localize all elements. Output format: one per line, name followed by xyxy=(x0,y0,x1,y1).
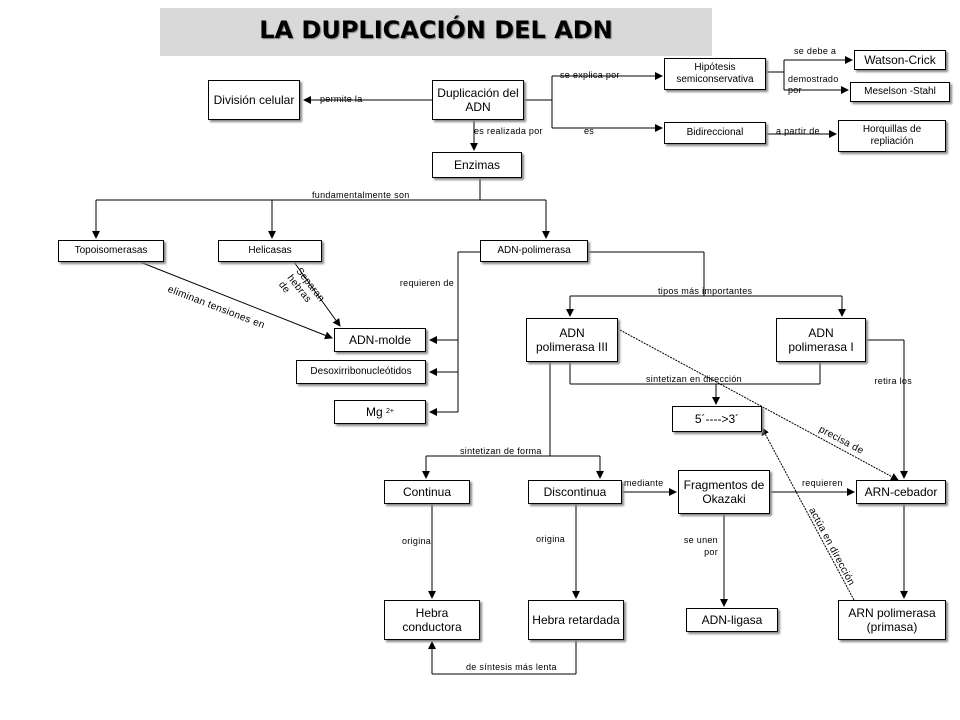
label-sintetizan-en-direccion: sintetizan en dirección xyxy=(646,374,742,384)
label-requieren: requieren xyxy=(802,478,843,488)
mg-text: Mg xyxy=(366,405,383,419)
label-requieren-de: requieren de xyxy=(399,278,454,288)
label-mediante: mediante xyxy=(624,478,664,488)
node-continua: Continua xyxy=(384,480,470,504)
label-origina-1: origina xyxy=(402,536,432,546)
node-hipotesis-semiconservativa: Hipótesis semiconservativa xyxy=(664,58,766,90)
label-es-realizada-por: es realizada por xyxy=(474,126,543,136)
node-arn-cebador: ARN-cebador xyxy=(856,480,946,504)
node-discontinua: Discontinua xyxy=(528,480,622,504)
label-retira-los: retira los xyxy=(874,376,912,386)
node-horquillas: Horquillas de repliación xyxy=(838,120,946,152)
page-title: LA DUPLICACIÓN DEL ADN xyxy=(259,16,613,44)
label-de-sintesis-mas-lenta: de síntesis más lenta xyxy=(466,662,557,672)
label-se-explica-por: se explica por xyxy=(560,70,620,80)
node-watson-crick: Watson-Crick xyxy=(854,50,946,70)
node-bidireccional: Bidireccional xyxy=(664,122,766,144)
label-origina-2: origina xyxy=(536,534,566,544)
label-se-unen-por: se unen por xyxy=(683,535,718,557)
node-desoxirribonucleotidos: Desoxirribonucleótidos xyxy=(296,360,426,384)
node-topoisomerasas: Topoisomerasas xyxy=(58,240,164,262)
node-adn-polimerasa: ADN-polimerasa xyxy=(480,240,588,262)
node-enzimas: Enzimas xyxy=(432,152,522,178)
label-fundamentalmente-son: fundamentalmente son xyxy=(312,190,410,200)
node-hebra-retardada: Hebra retardada xyxy=(528,600,624,640)
label-tipos-mas-importantes: tipos más importantes xyxy=(658,286,753,296)
label-es: es xyxy=(584,126,595,136)
label-sintetizan-de-forma: sintetizan de forma xyxy=(460,446,542,456)
node-fragmentos-okazaki: Fragmentos de Okazaki xyxy=(678,470,770,514)
node-direccion-5-3: 5´---->3´ xyxy=(672,406,762,432)
node-adn-polimerasa-i: ADN polimerasa I xyxy=(776,318,866,362)
node-hebra-conductora: Hebra conductora xyxy=(384,600,480,640)
label-permite-la: permite la xyxy=(320,94,363,104)
node-mg: Mg 2+ xyxy=(334,400,426,424)
node-adn-polimerasa-iii: ADN polimerasa III xyxy=(526,318,618,362)
label-se-debe-a: se debe a xyxy=(794,46,837,56)
node-meselson-stahl: Meselson -Stahl xyxy=(850,82,950,102)
node-adn-ligasa: ADN-ligasa xyxy=(686,608,778,632)
node-arn-polimerasa-primasa: ARN polimerasa (primasa) xyxy=(838,600,946,640)
label-a-partir-de: a partir de xyxy=(776,126,820,136)
node-adn-molde: ADN-molde xyxy=(334,328,426,352)
mg-superscript: 2+ xyxy=(386,408,394,415)
node-duplicacion-adn: Duplicación del ADN xyxy=(432,80,524,120)
label-demostrado-por: demostrado por xyxy=(788,74,839,95)
title-banner: LA DUPLICACIÓN DEL ADN xyxy=(160,8,712,56)
node-helicasas: Helicasas xyxy=(218,240,322,262)
node-division-celular: División celular xyxy=(208,80,300,120)
